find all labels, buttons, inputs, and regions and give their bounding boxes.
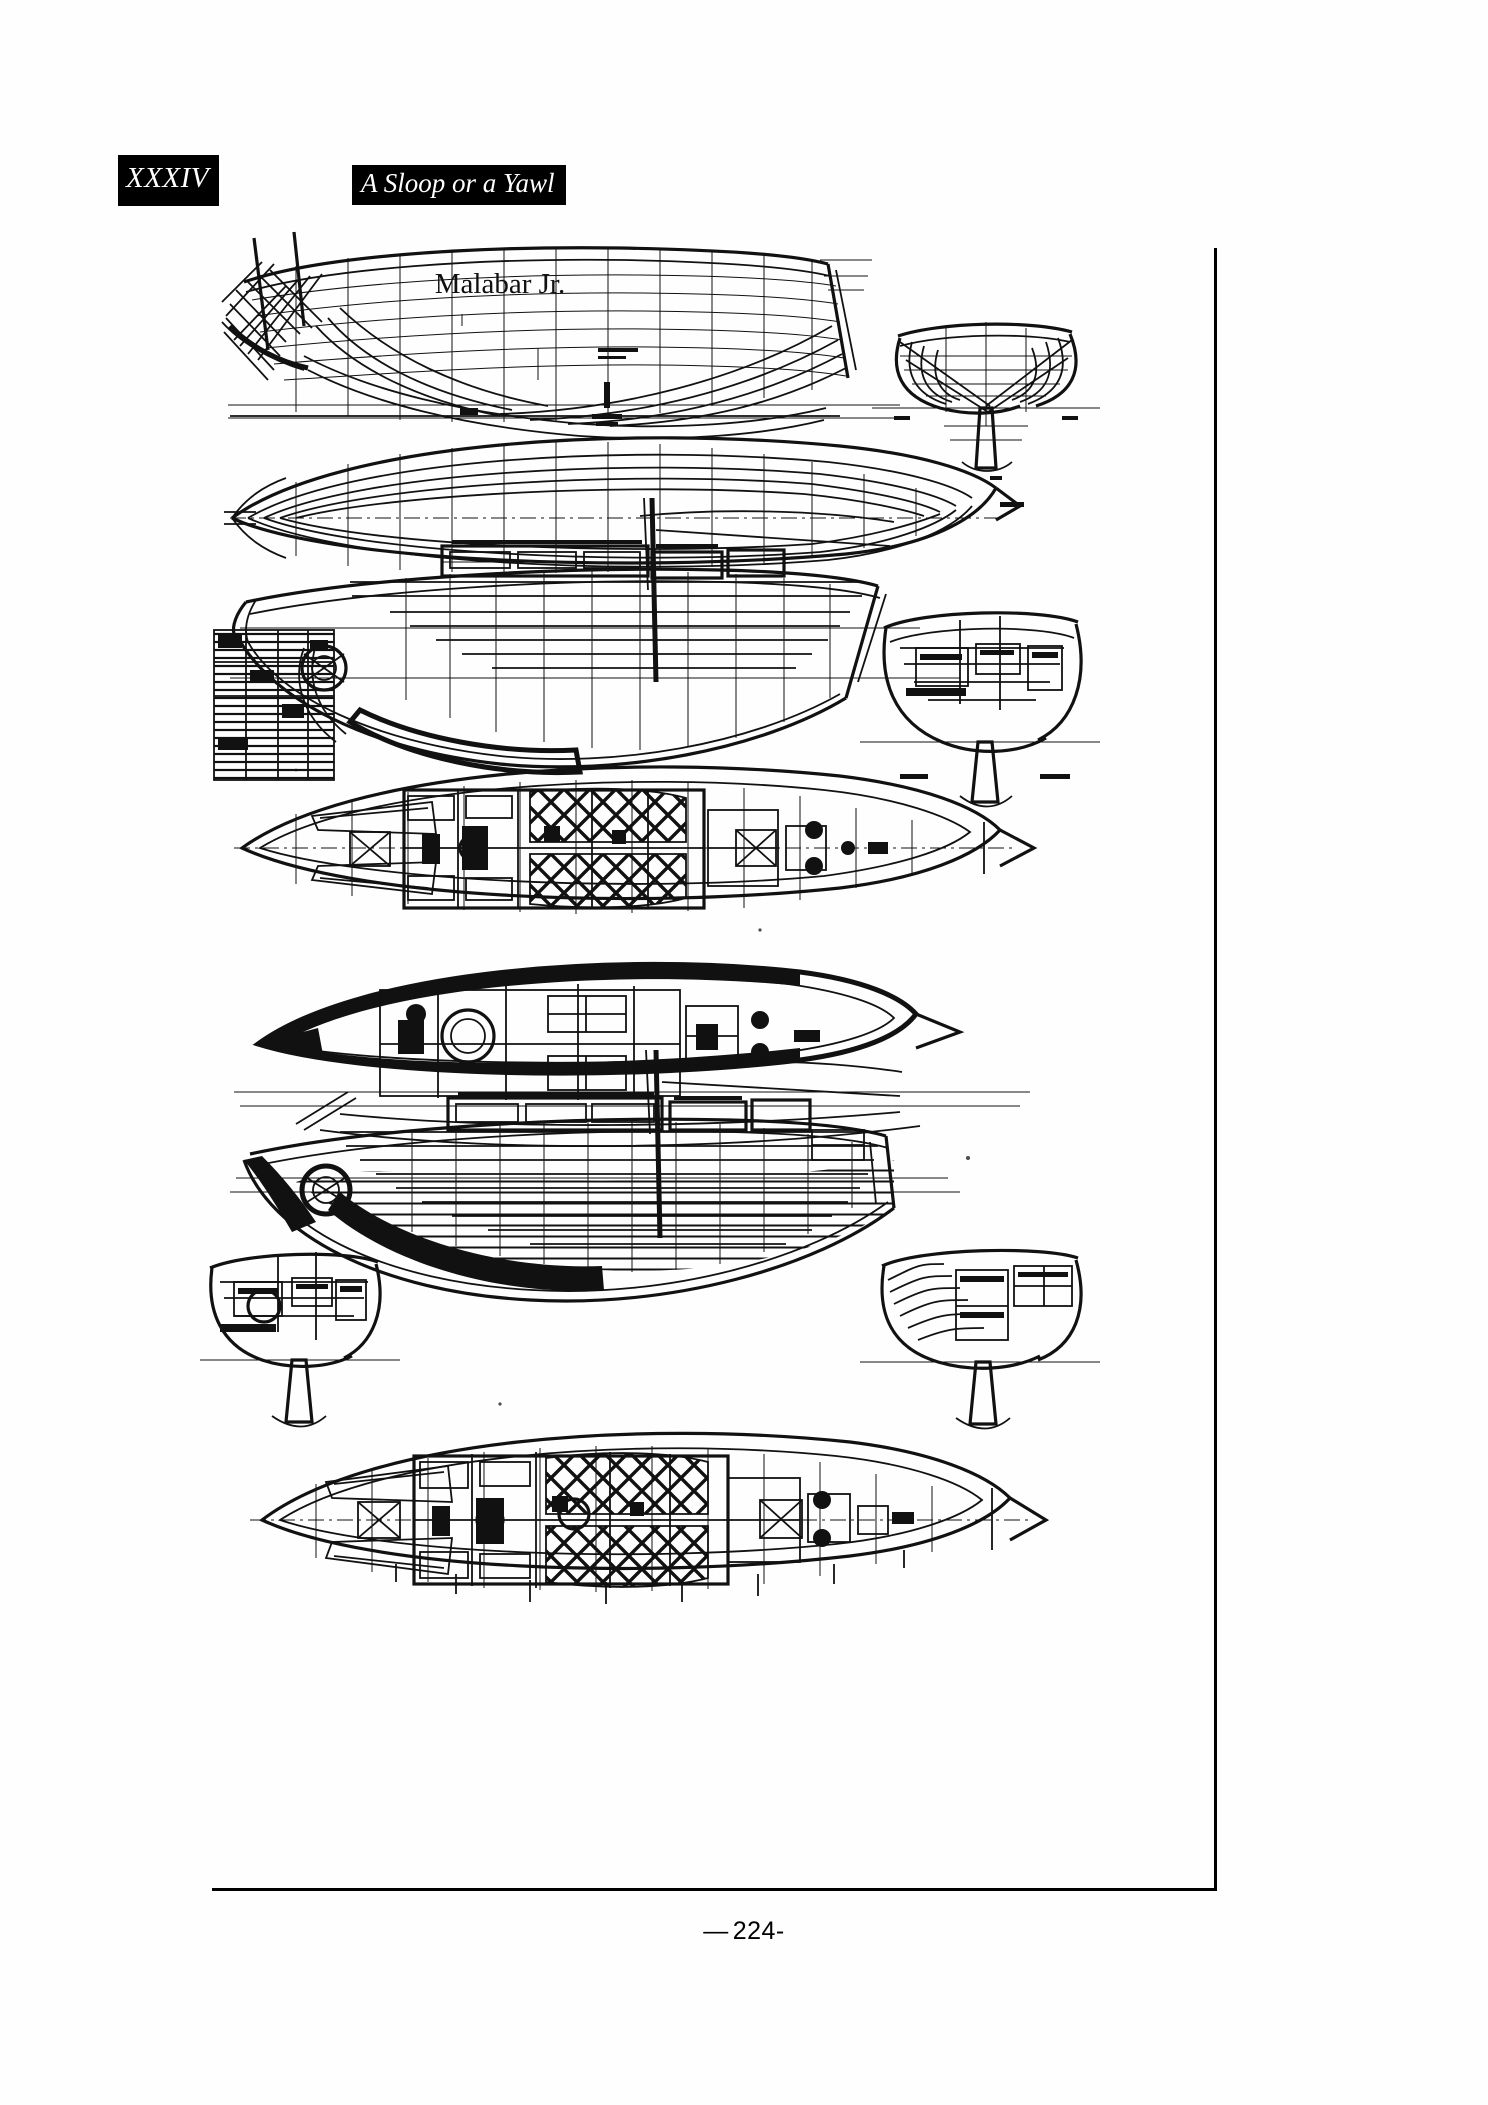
- waterlines: [251, 274, 847, 381]
- footer-dash: —: [703, 1917, 729, 1945]
- buttock-lines: [499, 325, 847, 427]
- panel-construction-plan: [213, 497, 1100, 914]
- deck-plan-view: [234, 765, 1038, 914]
- plate-bottom-rule: [212, 1888, 1217, 1891]
- page-header: XXXIV A Sloop or a Yawl: [0, 155, 1488, 215]
- drawing-annotation-marks: [460, 348, 638, 426]
- midship-section-view: [860, 611, 1100, 808]
- deckhouse: [446, 1092, 812, 1132]
- figure-plate: [200, 230, 1230, 1890]
- body-section-left: [200, 1252, 400, 1428]
- construction-profile-view: [213, 497, 960, 781]
- chapter-title-badge: A Sloop or a Yawl: [352, 165, 566, 205]
- body-section-right: [860, 1248, 1100, 1430]
- sheer-plan-view: [221, 231, 900, 440]
- half-breadth-plan-view: [224, 436, 1024, 573]
- scale-block-left: [213, 629, 335, 781]
- page-footer: —224-: [0, 1917, 1488, 1946]
- scan-artifacts: [294, 768, 970, 1406]
- interior-framing: [350, 581, 862, 669]
- plate-right-rule: [1214, 248, 1217, 1890]
- panel-accommodation-plan: [200, 961, 1100, 1604]
- accommodation-plan-view: [250, 1431, 1050, 1604]
- chapter-number-badge: XXXIV: [118, 155, 220, 206]
- bow-diagonal-mesh: [221, 231, 323, 381]
- stern-detail: [820, 259, 872, 379]
- naval-architecture-drawing: [200, 231, 1100, 1604]
- body-plan-view: [872, 322, 1100, 472]
- panel-lines-plan: [221, 231, 1100, 573]
- inboard-profile-view: [230, 1049, 960, 1303]
- page-number: 224-: [732, 1917, 785, 1945]
